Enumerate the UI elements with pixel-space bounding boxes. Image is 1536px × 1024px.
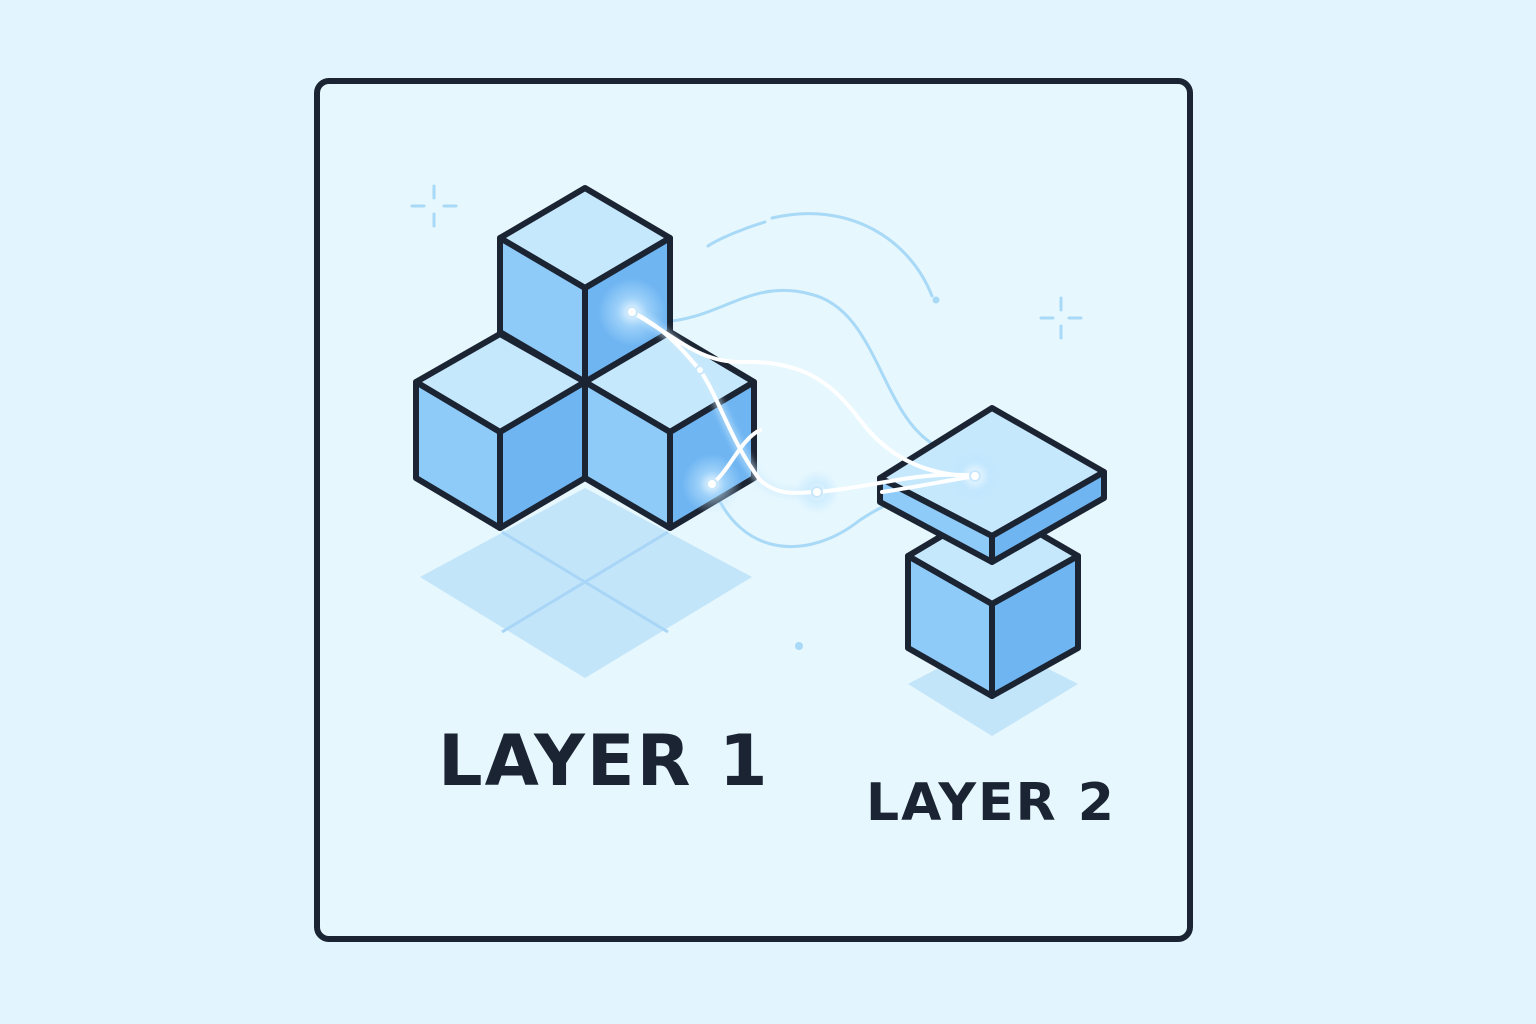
node-dot [706,478,718,490]
sparkle-dot [795,642,803,650]
node-dot [626,306,638,318]
sparkle-plus-icon [410,184,458,228]
node-dot [811,486,823,498]
layer1-floor-shadow [420,488,752,678]
connector-paths [627,307,977,498]
connector-nodes [626,306,981,498]
connector-slab-edge [880,474,977,494]
connector-upper [630,310,977,478]
node-dot [969,470,981,482]
connector-main [630,310,977,495]
sparkle-plus-icon [1039,296,1083,340]
layer1-label: LAYER 1 [438,720,770,802]
node-dot [695,365,705,375]
connector-lower [710,428,762,486]
layer2-label: LAYER 2 [866,773,1116,833]
